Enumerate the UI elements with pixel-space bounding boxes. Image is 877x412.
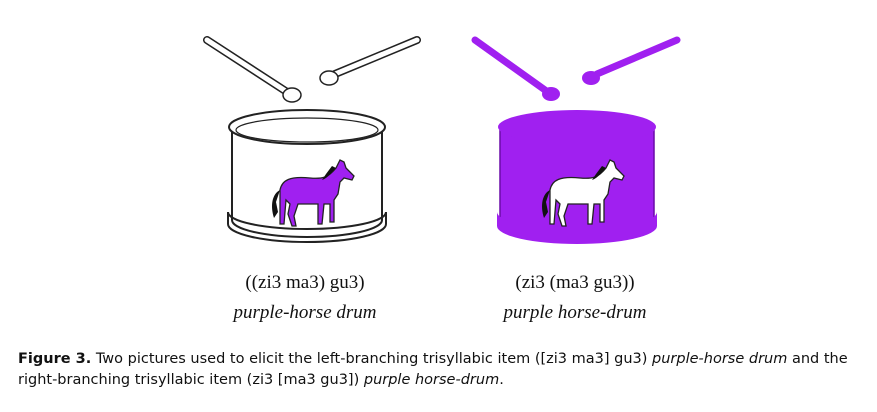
- caption-text-2: and the right-branching trisyllabic item…: [18, 351, 848, 388]
- left-gloss-label: purple-horse drum: [233, 302, 377, 323]
- drum-body: [227, 109, 387, 243]
- caption-text-3: .: [499, 372, 504, 388]
- right-gloss-label: purple horse-drum: [503, 302, 647, 323]
- horse: [272, 159, 355, 227]
- right-bracket-label: (zi3 (ma3 gu3)): [515, 272, 635, 293]
- left-bracket-label: ((zi3 ma3) gu3): [245, 272, 365, 293]
- caption-text-1: Two pictures used to elicit the left-bra…: [91, 351, 653, 367]
- right-drum-illustration: [471, 36, 681, 244]
- left-drum-illustration: [203, 36, 421, 243]
- caption-label: Figure 3.: [18, 351, 92, 367]
- caption-italic-1: purple-horse drum: [652, 351, 788, 367]
- drumsticks: [471, 36, 681, 101]
- figure-caption: Figure 3. Two pictures used to elicit th…: [18, 349, 868, 391]
- drumsticks: [203, 36, 421, 103]
- drum-body: [497, 110, 657, 244]
- horse: [542, 159, 625, 227]
- caption-italic-2: purple horse-drum: [363, 372, 500, 388]
